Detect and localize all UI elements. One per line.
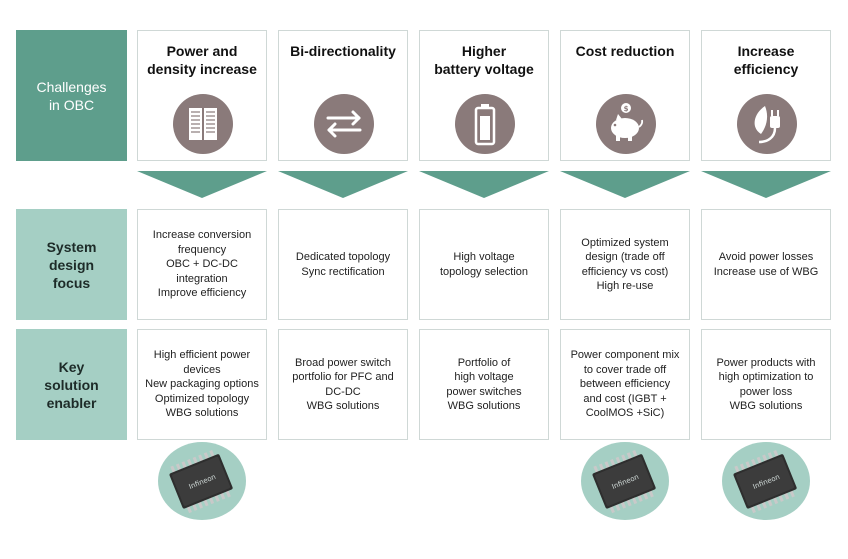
enabler-line: power switches: [446, 385, 522, 398]
battery-icon: [455, 94, 515, 154]
enabler-line: high voltage: [454, 371, 514, 383]
power-chip-image: Infineon: [158, 442, 246, 520]
enabler-line: DC-DC: [325, 385, 361, 398]
design-line: Avoid power losses: [718, 251, 814, 263]
design-line: OBC + DC-DC: [166, 258, 238, 271]
design-line: Increase conversion: [152, 229, 252, 242]
design-line: Improve efficiency: [157, 287, 247, 300]
challenge-title-line: Higher: [461, 43, 507, 59]
chevron-down-icon: [278, 171, 408, 198]
enabler-power-density: High efficient power devices New packagi…: [137, 329, 267, 440]
challenge-title-line: Bi-directionality: [290, 43, 396, 59]
key-solution-label-line: solution: [44, 376, 99, 393]
design-line: efficiency vs cost): [581, 265, 669, 278]
enabler-line: WBG solutions: [729, 400, 803, 412]
design-line: Increase use of WBG: [713, 265, 819, 278]
piggy-bank-icon: $: [596, 94, 656, 154]
enabler-line: portfolio for PFC and: [292, 371, 394, 383]
enabler-line: to cover trade off: [583, 363, 667, 376]
enabler-line: WBG solutions: [306, 400, 380, 412]
enabler-line: Portfolio of: [457, 356, 511, 369]
design-line: High voltage: [453, 251, 515, 263]
design-focus-cost-reduction: Optimized system design (trade off effic…: [560, 209, 690, 320]
enabler-line: Broad power switch: [295, 356, 391, 369]
challenge-card-power-density: Power and density increase: [137, 30, 267, 161]
enabler-line: Power component mix: [570, 349, 680, 362]
design-line: High re-use: [596, 280, 654, 292]
design-line: integration: [176, 272, 228, 285]
enabler-line: WBG solutions: [165, 407, 239, 420]
enabler-line: between efficiency: [579, 378, 671, 391]
challenge-title: Cost reduction: [561, 42, 689, 60]
enabler-line: CoolMOS +SiC): [585, 407, 665, 420]
enabler-line: High efficient power: [153, 349, 251, 362]
challenge-card-efficiency: Increase efficiency: [701, 30, 831, 161]
power-chip-image: Infineon: [581, 442, 669, 520]
enabler-bidirectionality: Broad power switch portfolio for PFC and…: [278, 329, 408, 440]
chevron-down-icon: [560, 171, 690, 198]
design-line: design (trade off: [585, 251, 665, 263]
challenges-label-line: in OBC: [48, 96, 95, 113]
challenges-label: Challenges in OBC: [16, 30, 127, 161]
system-design-label-line: design: [48, 256, 95, 273]
challenge-card-battery-voltage: Higher battery voltage: [419, 30, 549, 161]
chevron-down-icon: [137, 171, 267, 198]
enabler-line: power loss: [739, 385, 793, 398]
challenge-title-line: Increase: [737, 43, 795, 59]
svg-text:$: $: [624, 105, 629, 113]
design-line: Dedicated topology: [295, 251, 391, 263]
design-line: Optimized system: [581, 236, 669, 249]
design-focus-efficiency: Avoid power losses Increase use of WBG: [701, 209, 831, 320]
system-design-focus-label: System design focus: [16, 209, 127, 320]
enabler-battery-voltage: Portfolio of high voltage power switches…: [419, 329, 549, 440]
challenge-title-line: density increase: [147, 61, 257, 77]
eco-plug-icon: [737, 94, 797, 154]
design-line: Sync rectification: [301, 265, 385, 278]
challenge-title-line: Power and: [166, 43, 238, 59]
challenge-title-line: efficiency: [733, 61, 799, 77]
challenge-title-line: battery voltage: [434, 61, 534, 77]
challenge-title-line: Cost reduction: [575, 43, 675, 59]
challenge-title: Increase efficiency: [702, 42, 830, 78]
power-chip-image: Infineon: [722, 442, 810, 520]
enabler-line: WBG solutions: [447, 400, 521, 412]
design-focus-power-density: Increase conversion frequency OBC + DC-D…: [137, 209, 267, 320]
enabler-cost-reduction: Power component mix to cover trade off b…: [560, 329, 690, 440]
challenge-title: Power and density increase: [138, 42, 266, 78]
enabler-efficiency: Power products with high optimization to…: [701, 329, 831, 440]
challenge-card-bidirectionality: Bi-directionality: [278, 30, 408, 161]
design-focus-battery-voltage: High voltage topology selection: [419, 209, 549, 320]
challenges-label-line: Challenges: [36, 78, 107, 95]
design-line: topology selection: [439, 265, 529, 278]
system-design-label-line: focus: [52, 274, 91, 291]
enabler-line: high optimization to: [718, 371, 814, 383]
chevron-down-icon: [701, 171, 831, 198]
challenge-title: Bi-directionality: [279, 42, 407, 60]
design-line: frequency: [177, 243, 227, 256]
server-rack-icon: [173, 94, 233, 154]
challenge-title: Higher battery voltage: [420, 42, 548, 78]
enabler-line: Optimized topology: [154, 392, 250, 405]
system-design-label-line: System: [46, 238, 97, 255]
chevron-down-icon: [419, 171, 549, 198]
enabler-line: Power products with: [716, 356, 816, 369]
enabler-line: devices: [183, 363, 221, 376]
challenge-card-cost-reduction: Cost reduction $: [560, 30, 690, 161]
bidirectional-arrows-icon: [314, 94, 374, 154]
key-solution-enabler-label: Key solution enabler: [16, 329, 127, 440]
key-solution-label-line: Key: [58, 358, 85, 375]
key-solution-label-line: enabler: [46, 394, 97, 411]
design-focus-bidirectionality: Dedicated topology Sync rectification: [278, 209, 408, 320]
enabler-line: and cost (IGBT +: [583, 392, 667, 405]
enabler-line: New packaging options: [145, 378, 259, 391]
